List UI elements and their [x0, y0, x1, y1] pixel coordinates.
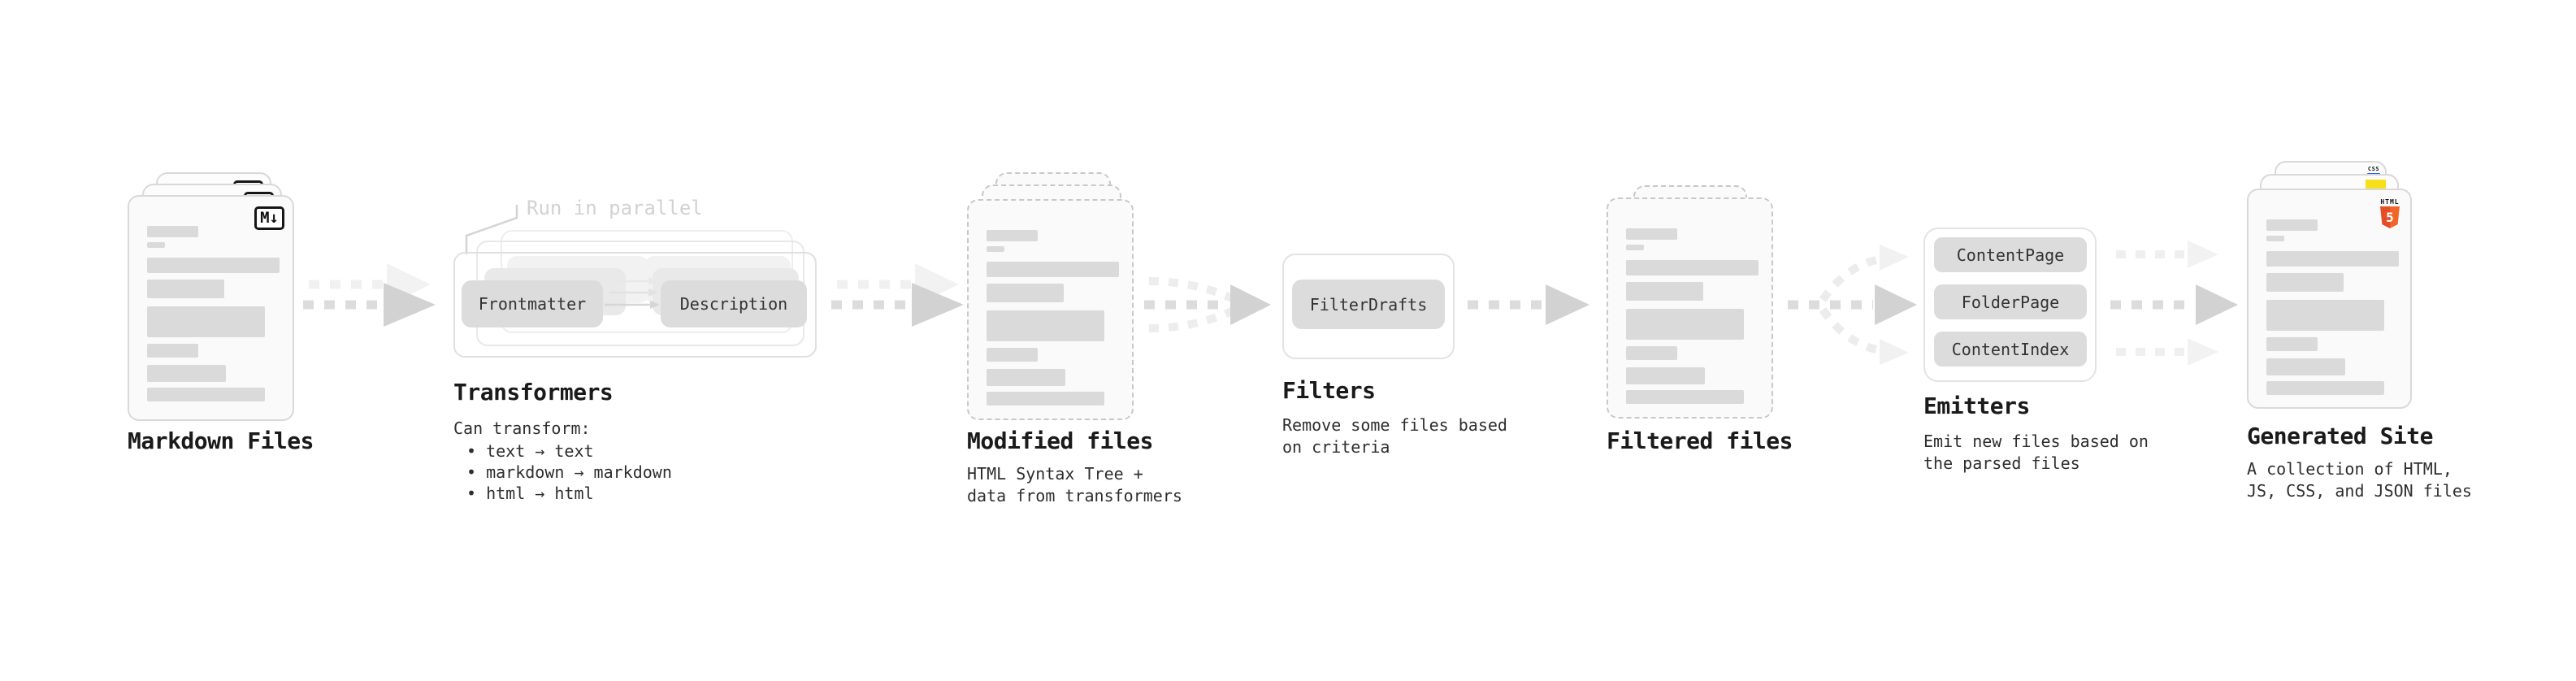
stage-title: Transformers	[453, 379, 614, 406]
filterdrafts-pill: FilterDrafts	[1292, 280, 1445, 329]
callout-label: Run in parallel	[527, 197, 703, 219]
bullet-item: • html → html	[466, 484, 594, 503]
stage-title: Emitters	[1923, 393, 2030, 419]
doc-content-placeholder	[2249, 190, 2410, 395]
flow-arrow-parallel	[2110, 241, 2238, 366]
stage-description: Can transform:	[453, 419, 591, 438]
placeholder-bar	[2266, 337, 2318, 351]
placeholder-bar	[1626, 390, 1744, 404]
stage-title: Filtered files	[1607, 427, 1793, 454]
placeholder-bar	[1626, 367, 1705, 384]
description-line: Emit new files based on	[1923, 432, 2149, 451]
placeholder-bar	[147, 365, 226, 382]
flow-arrow	[831, 263, 964, 327]
placeholder-bar	[147, 242, 165, 248]
placeholder-bar	[147, 280, 224, 298]
document-sheet-front	[1607, 197, 1773, 419]
stage-generated-site: CSS HTML 5 Generated Site	[2247, 161, 2472, 518]
placeholder-bar	[2266, 219, 2318, 231]
stage-emitters: ContentPage FolderPage ContentIndex Emit…	[1923, 228, 2149, 479]
frontmatter-pill: Frontmatter	[462, 280, 603, 327]
stage-description: A collection of HTML, JS, CSS, and JSON …	[2247, 458, 2472, 502]
description-line: Remove some files based	[1282, 415, 1507, 435]
stage-filters: FilterDrafts Filters Remove some files b…	[1282, 254, 1507, 465]
emitters-frame	[1923, 228, 2097, 382]
placeholder-bar	[1626, 346, 1677, 360]
description-line: HTML Syntax Tree +	[967, 464, 1143, 484]
document-sheet-html: HTML 5	[2247, 189, 2412, 409]
contentpage-pill: ContentPage	[1934, 237, 2087, 272]
placeholder-bar	[1626, 309, 1744, 340]
callout-line	[465, 205, 518, 254]
placeholder-bar	[2266, 273, 2344, 292]
placeholder-bar	[147, 258, 280, 273]
doc-content-placeholder	[1608, 199, 1772, 404]
description-line: A collection of HTML,	[2247, 459, 2452, 479]
placeholder-bar	[1626, 245, 1644, 250]
stage-markdown-files: M↓ M↓ M↓ Markdown Files	[128, 172, 339, 514]
doc-content-placeholder	[129, 197, 293, 401]
placeholder-bar	[987, 310, 1104, 341]
placeholder-bar	[1626, 228, 1677, 240]
html5-shield: 5	[2380, 206, 2400, 228]
stage-description: Remove some files based on criteria	[1282, 414, 1507, 458]
document-sheet-front: M↓	[128, 195, 294, 421]
transformer-card-front	[453, 252, 817, 358]
placeholder-bar	[987, 284, 1064, 302]
placeholder-bar	[147, 344, 198, 358]
stage-transformers: Run in parallel Frontmatter Description …	[452, 195, 834, 512]
stage-filtered-files: Filtered files	[1607, 185, 1818, 518]
placeholder-bar	[147, 388, 265, 401]
placeholder-bar	[147, 226, 198, 237]
stage-title: Generated Site	[2247, 423, 2434, 449]
placeholder-bar	[1626, 260, 1759, 275]
bullet-item: • markdown → markdown	[466, 462, 672, 482]
placeholder-bar	[987, 246, 1004, 252]
placeholder-bar	[987, 369, 1065, 386]
placeholder-bar	[1626, 282, 1703, 301]
document-sheet-front	[967, 199, 1134, 420]
flow-arrow	[1468, 284, 1589, 325]
description-line: JS, CSS, and JSON files	[2247, 481, 2472, 501]
html5-icon: HTML 5	[2379, 198, 2400, 228]
placeholder-bar	[987, 392, 1104, 406]
description-line: data from transformers	[967, 486, 1182, 505]
flow-arrow-split	[1788, 245, 1917, 365]
placeholder-bar	[2266, 236, 2284, 241]
description-line: the parsed files	[1923, 453, 2080, 473]
bullet-item: • text → text	[466, 441, 594, 461]
stage-modified-files: Modified files HTML Syntax Tree + data f…	[967, 172, 1182, 514]
contentindex-pill: ContentIndex	[1934, 332, 2087, 367]
js-icon	[2366, 180, 2386, 190]
stage-description: Emit new files based on the parsed files	[1923, 431, 2149, 475]
placeholder-bar	[987, 348, 1038, 362]
stage-title: Modified files	[967, 427, 1154, 454]
description-line: on criteria	[1282, 437, 1390, 457]
placeholder-bar	[987, 230, 1038, 241]
transform-bullets: • text → text • markdown → markdown • ht…	[466, 440, 672, 504]
placeholder-bar	[2266, 381, 2384, 395]
folderpage-pill: FolderPage	[1934, 284, 2087, 319]
filters-frame	[1282, 254, 1455, 359]
flow-arrow-merge	[1144, 277, 1271, 332]
stage-description: HTML Syntax Tree + data from transformer…	[967, 463, 1182, 507]
flow-arrow	[303, 263, 436, 327]
placeholder-bar	[987, 262, 1119, 277]
placeholder-bar	[2266, 358, 2345, 375]
css-icon-label: CSS	[2367, 166, 2380, 172]
doc-content-placeholder	[969, 201, 1132, 406]
stage-title: Filters	[1282, 377, 1376, 404]
parallel-arrows	[605, 277, 660, 309]
placeholder-bar	[147, 306, 265, 337]
html5-icon-label: HTML	[2380, 198, 2400, 206]
stage-title: Markdown Files	[128, 427, 314, 454]
placeholder-bar	[2266, 300, 2384, 331]
markdown-icon: M↓	[254, 206, 284, 230]
description-pill: Description	[661, 280, 807, 327]
placeholder-bar	[2266, 251, 2399, 267]
